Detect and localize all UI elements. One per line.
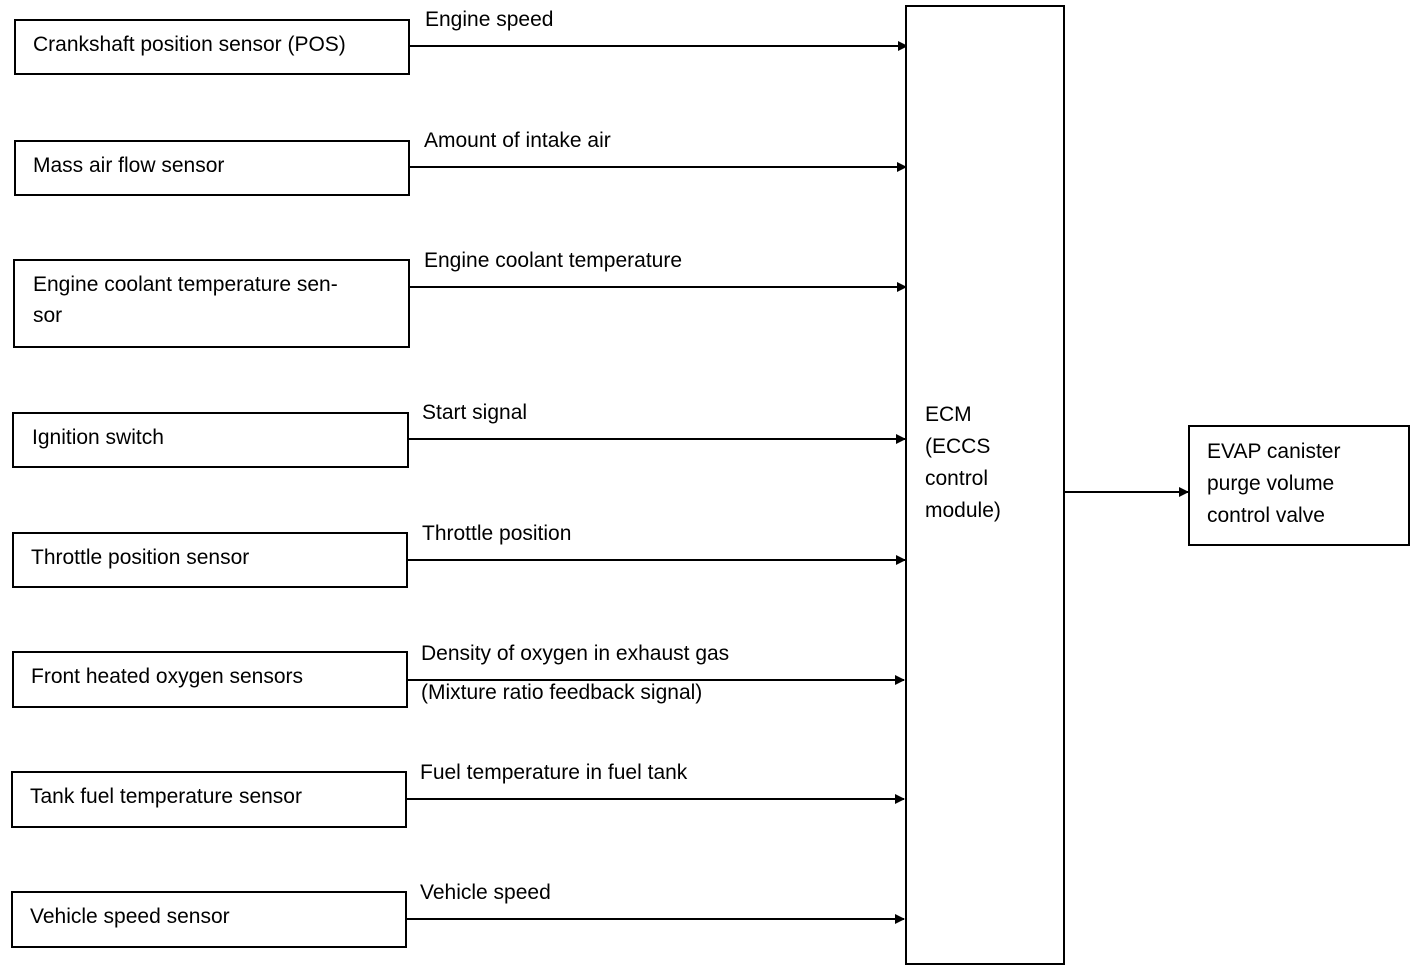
sensor-label: Engine coolant temperature sen- sor bbox=[33, 273, 338, 327]
signal-label-throttle-position: Throttle position bbox=[422, 522, 572, 545]
sensor-box-ignition-switch: Ignition switch bbox=[12, 412, 409, 468]
sensor-label: Crankshaft position sensor (POS) bbox=[33, 33, 346, 56]
signal-label-vehicle-speed: Vehicle speed bbox=[420, 881, 551, 904]
sensor-label: Front heated oxygen sensors bbox=[31, 665, 303, 688]
sensor-box-coolant-temperature: Engine coolant temperature sen- sor bbox=[13, 259, 410, 348]
sensor-label: Ignition switch bbox=[32, 426, 164, 449]
signal-label-oxygen-density: Density of oxygen in exhaust gas bbox=[421, 642, 730, 665]
sensor-box-vehicle-speed: Vehicle speed sensor bbox=[11, 891, 407, 948]
signal-label-engine-speed: Engine speed bbox=[425, 8, 554, 31]
signal-label-fuel-temperature: Fuel temperature in fuel tank bbox=[420, 761, 688, 784]
signal-label-coolant-temperature: Engine coolant temperature bbox=[424, 249, 682, 272]
evap-valve-box: EVAP canister purge volume control valve bbox=[1188, 425, 1410, 546]
sensor-label: Tank fuel temperature sensor bbox=[30, 785, 302, 808]
signal-label-start-signal: Start signal bbox=[422, 401, 528, 424]
signal-label-feedback: (Mixture ratio feedback signal) bbox=[421, 681, 703, 704]
sensor-label: Vehicle speed sensor bbox=[30, 905, 230, 928]
sensor-label: Mass air flow sensor bbox=[33, 154, 225, 177]
signal-label-intake-air: Amount of intake air bbox=[424, 129, 611, 152]
sensor-box-tank-fuel-temperature: Tank fuel temperature sensor bbox=[11, 771, 407, 828]
sensor-box-front-oxygen: Front heated oxygen sensors bbox=[12, 651, 408, 708]
sensor-box-mass-air-flow: Mass air flow sensor bbox=[14, 140, 410, 196]
sensor-box-crankshaft: Crankshaft position sensor (POS) bbox=[14, 19, 410, 75]
ecm-label: ECM (ECCS control module) bbox=[925, 403, 1001, 522]
sensor-box-throttle-position: Throttle position sensor bbox=[12, 532, 408, 588]
sensor-label: Throttle position sensor bbox=[31, 546, 250, 569]
evap-valve-label: EVAP canister purge volume control valve bbox=[1207, 440, 1341, 527]
ecm-box: ECM (ECCS control module) bbox=[905, 5, 1065, 965]
